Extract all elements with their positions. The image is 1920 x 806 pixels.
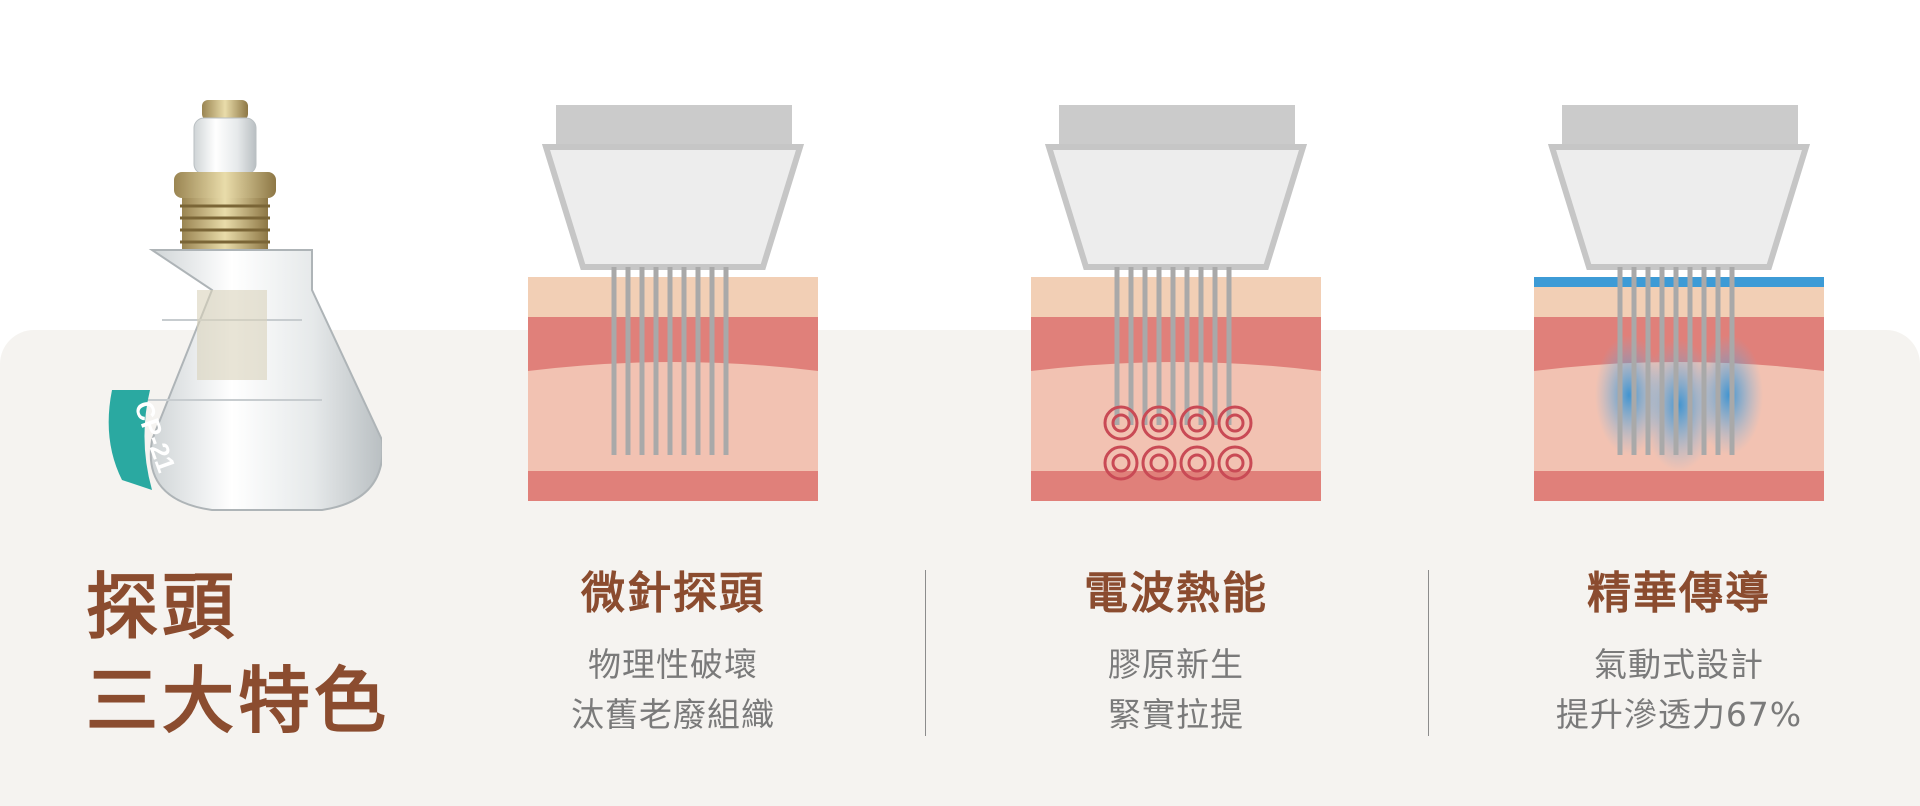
feature-illustration-serum-infusion: [1534, 105, 1824, 525]
divider: [925, 570, 926, 736]
feature-desc-line: 膠原新生: [1108, 645, 1244, 684]
feature-desc-line: 汰舊老廢組織: [571, 695, 775, 734]
feature-desc-rf-heat: 膠原新生 緊實拉提: [996, 640, 1356, 740]
feature-desc-line: 提升滲透力67%: [1555, 695, 1803, 734]
feature-desc-microneedle: 物理性破壞 汰舊老廢組織: [493, 640, 853, 740]
feature-illustration-rf-heat: [1031, 105, 1321, 525]
feature-desc-line: 物理性破壞: [588, 645, 758, 684]
feature-illustration-microneedle: [528, 105, 818, 525]
feature-title-microneedle: 微針探頭: [581, 568, 765, 619]
headline-line-1: 探頭: [86, 565, 239, 649]
feature-desc-line: 氣動式設計: [1594, 645, 1764, 684]
headline-line-2: 三大特色: [86, 659, 391, 743]
feature-title-serum-infusion: 精華傳導: [1587, 568, 1771, 619]
divider: [1428, 570, 1429, 736]
feature-desc-serum-infusion: 氣動式設計 提升滲透力67%: [1499, 640, 1859, 740]
feature-title-rf-heat: 電波熱能: [1084, 568, 1268, 619]
microneedle-tip-device: CP-21: [108, 100, 382, 511]
headline: 探頭 三大特色: [86, 560, 390, 748]
feature-desc-line: 緊實拉提: [1108, 695, 1244, 734]
